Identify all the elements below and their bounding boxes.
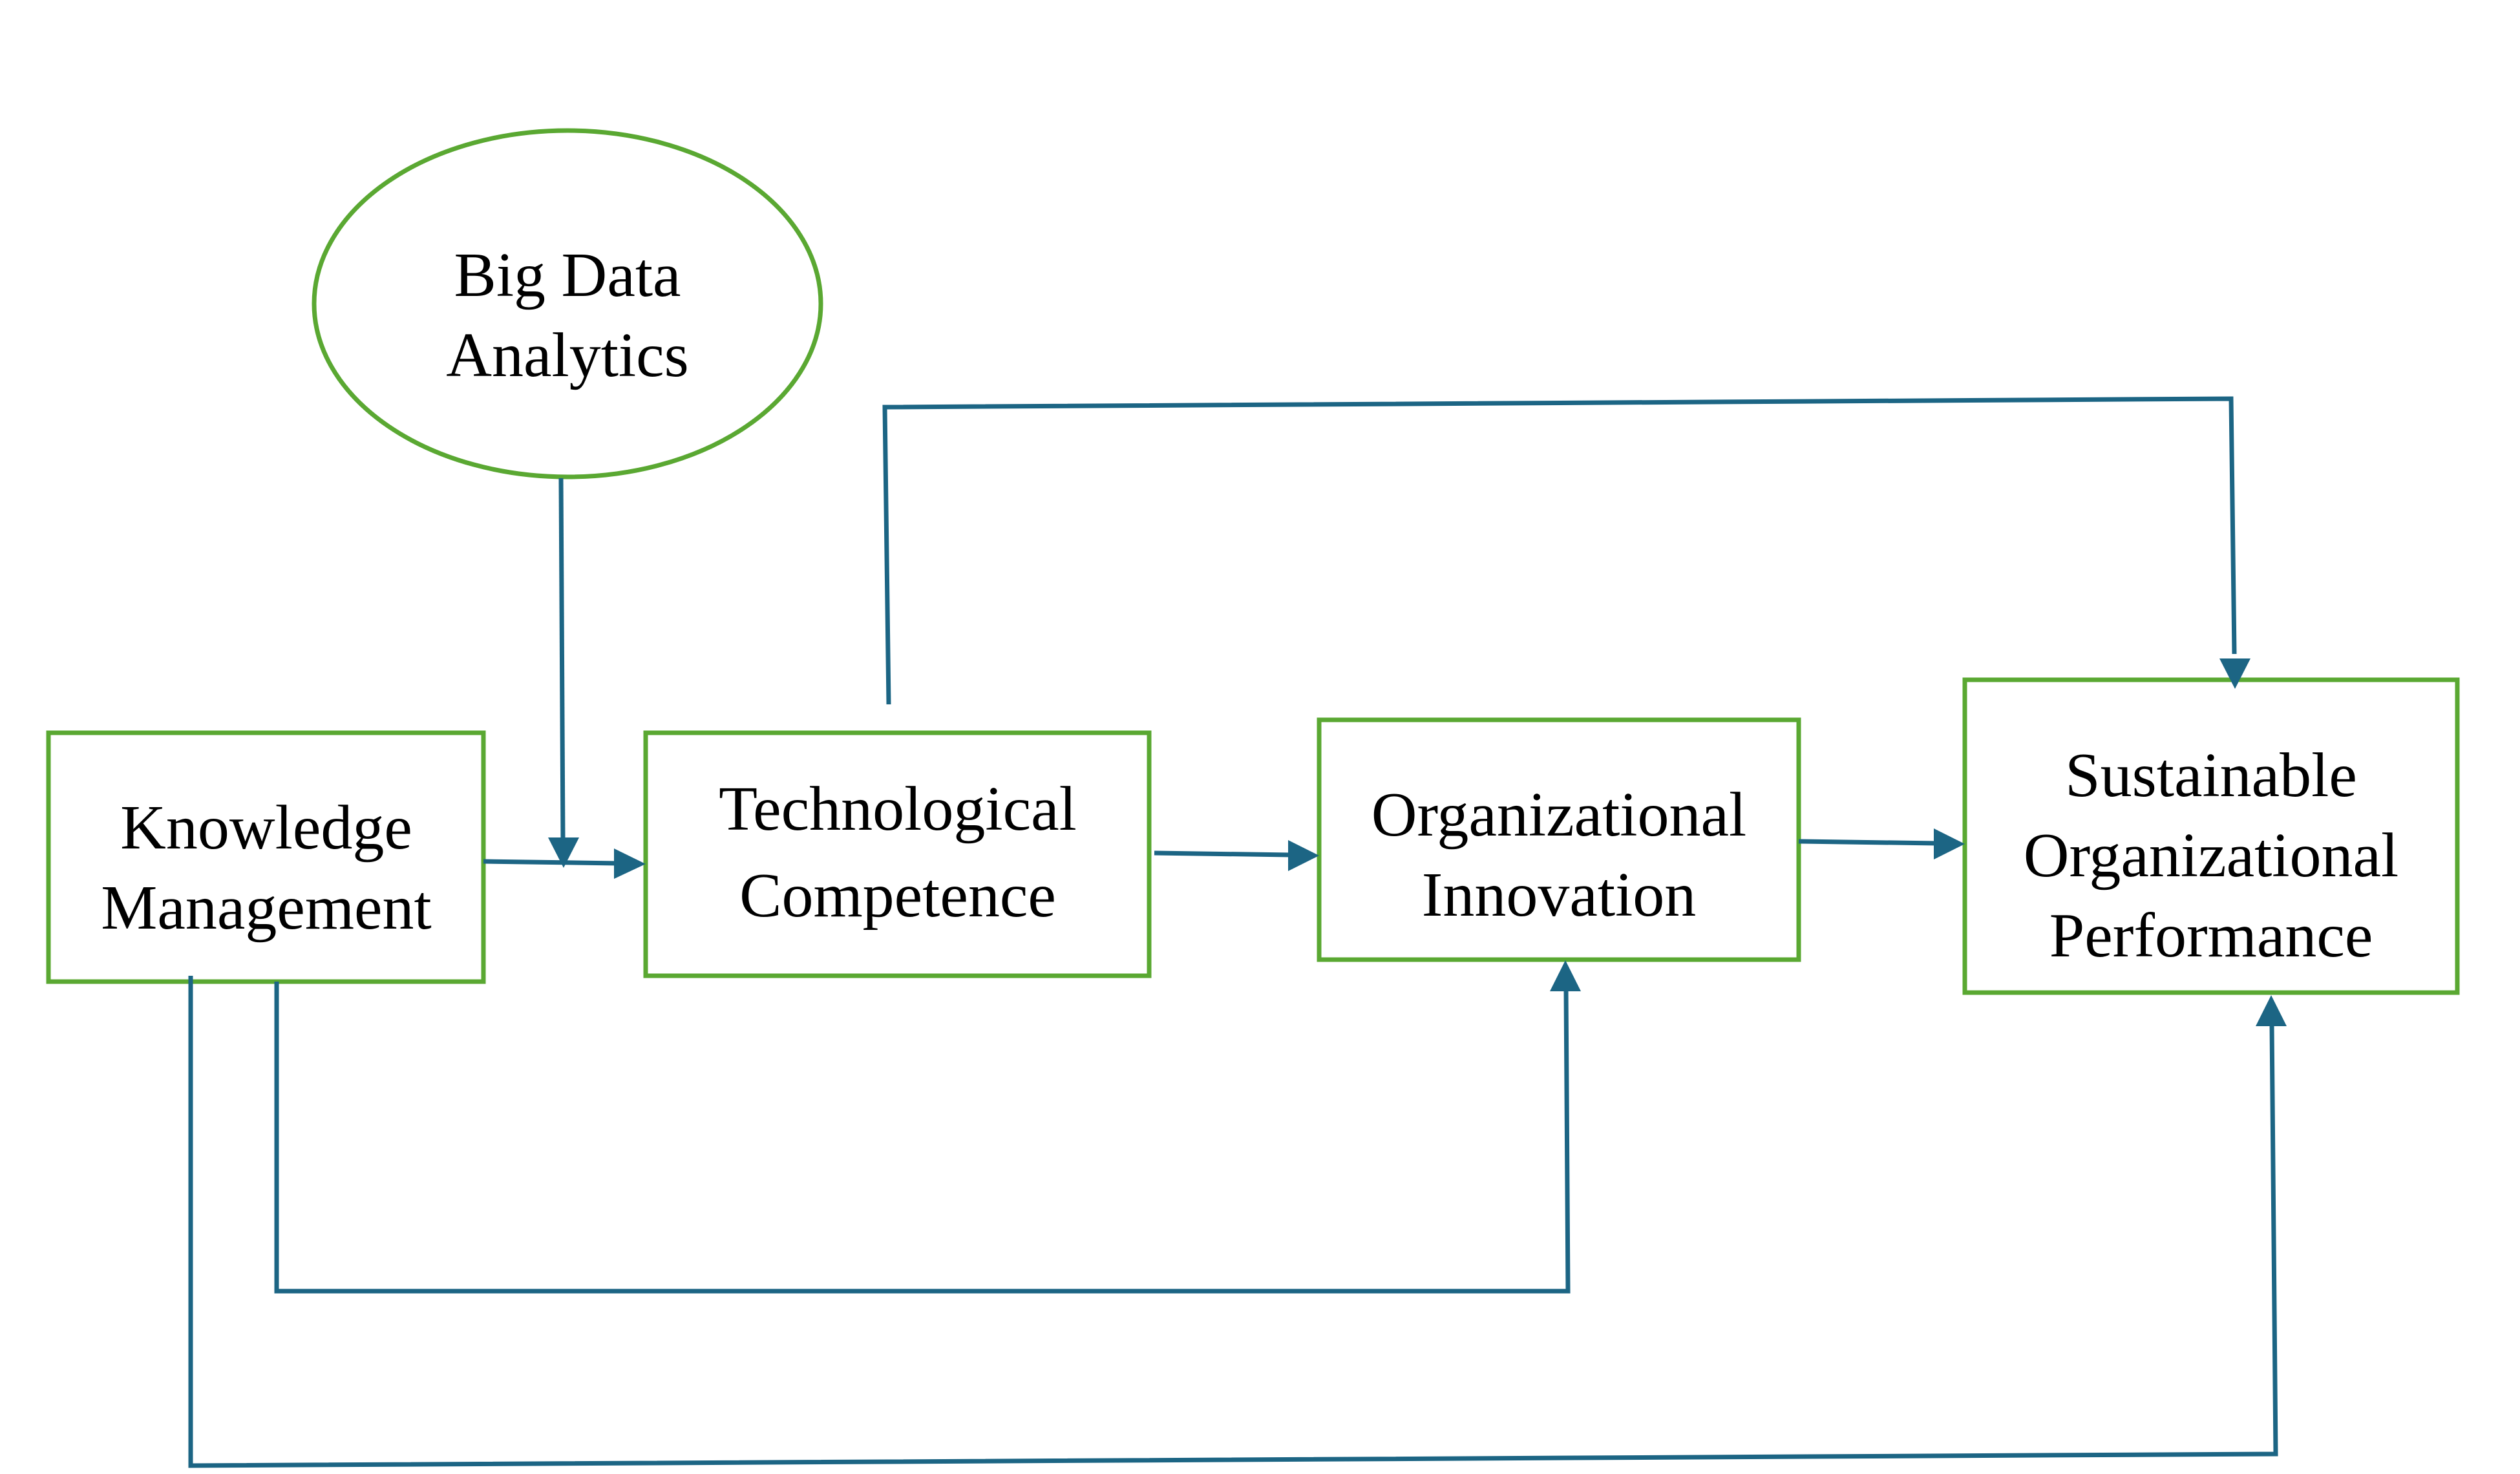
edge-tc-to-sop-line xyxy=(882,396,2237,705)
big-data-analytics-ellipse xyxy=(312,128,823,479)
edge-bda-moderation xyxy=(548,478,579,868)
sustainable-organizational-performance-label: Sustainable xyxy=(2065,741,2357,810)
edge-bda-moderation-line xyxy=(558,478,566,841)
node-knowledge-management: Knowledge Management xyxy=(46,730,486,984)
edge-km-to-sop xyxy=(188,976,2287,1468)
technological-competence-label: Technological xyxy=(719,774,1077,844)
edge-oi-to-sop-arrowhead xyxy=(1934,828,1965,859)
knowledge-management-box xyxy=(46,730,486,984)
node-technological-competence: Technological Competence xyxy=(643,730,1152,978)
knowledge-management-label-line2: Management xyxy=(101,873,432,943)
edge-bda-moderation-arrowhead xyxy=(548,837,579,868)
big-data-analytics-label: Big Data xyxy=(454,240,681,310)
edge-km-to-oi-arrowhead xyxy=(1550,960,1581,991)
organizational-innovation-box xyxy=(1317,717,1801,962)
edge-km-to-sop-line xyxy=(188,976,2278,1468)
edge-km-to-tc xyxy=(483,848,646,879)
big-data-analytics-label-line2: Analytics xyxy=(446,321,689,390)
edge-km-to-tc-line xyxy=(483,859,619,866)
edge-oi-to-sop-line xyxy=(1798,839,1938,846)
edge-km-to-oi xyxy=(274,960,1581,1294)
organizational-innovation-label-line2: Innovation xyxy=(1422,860,1697,930)
node-organizational-innovation: Organizational Innovation xyxy=(1317,717,1801,962)
sustainable-organizational-performance-label-line3: Performance xyxy=(2049,901,2373,971)
edge-km-to-sop-arrowhead xyxy=(2256,995,2287,1026)
edge-km-to-oi-line xyxy=(274,982,1571,1294)
edge-tc-to-oi-arrowhead xyxy=(1288,840,1319,871)
edge-km-to-tc-arrowhead xyxy=(614,848,646,879)
organizational-innovation-label: Organizational xyxy=(1371,780,1747,850)
sustainable-organizational-performance-box xyxy=(1962,677,2460,995)
knowledge-management-label: Knowledge xyxy=(120,793,412,863)
edge-tc-to-oi-line xyxy=(1154,850,1292,858)
edge-tc-to-oi xyxy=(1154,840,1319,871)
edge-tc-to-sop xyxy=(882,396,2250,705)
technological-competence-label-line2: Competence xyxy=(739,861,1056,931)
edge-tc-to-sop-arrowhead xyxy=(2219,658,2250,689)
edge-oi-to-sop xyxy=(1798,828,1965,859)
node-sustainable-organizational-performance: Sustainable Organizational Performance xyxy=(1962,677,2460,995)
sustainable-organizational-performance-label-line2: Organizational xyxy=(2024,821,2399,890)
technological-competence-box xyxy=(643,730,1152,978)
node-big-data-analytics: Big Data Analytics xyxy=(312,128,823,479)
